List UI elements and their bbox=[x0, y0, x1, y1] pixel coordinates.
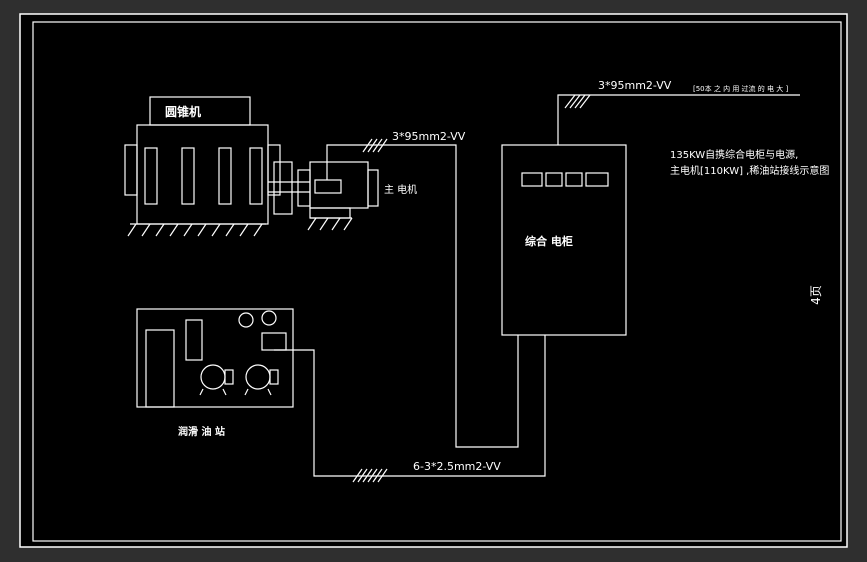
cable-motor-label: 3*95mm2-VV bbox=[392, 130, 466, 143]
lube-station-label: 润滑 油 站 bbox=[178, 425, 225, 438]
cabinet-label: 综合 电柜 bbox=[525, 234, 573, 248]
electric-cabinet bbox=[501, 144, 627, 336]
crusher-ground-hatch bbox=[127, 223, 263, 237]
power-note: [50本 之 内 用 过流 的 电 大 ] bbox=[693, 84, 788, 93]
description-line-2: 主电机[110KW] ,稀油站接线示意图 bbox=[670, 164, 829, 177]
inner-frame bbox=[32, 21, 842, 542]
cable-top-label: 3*95mm2-VV bbox=[598, 79, 672, 92]
main-motor-label: 主 电机 bbox=[384, 183, 417, 196]
cable-routes bbox=[274, 94, 800, 477]
cone-crusher bbox=[124, 96, 310, 237]
lube-oil-station bbox=[136, 308, 294, 408]
page-number: 4页 bbox=[809, 285, 823, 305]
description-line-1: 135KW自携综合电柜与电源, bbox=[670, 148, 798, 161]
cone-crusher-label: 圆锥机 bbox=[165, 104, 201, 119]
main-motor bbox=[297, 161, 379, 231]
cable-bottom-label: 6-3*2.5mm2-VV bbox=[413, 460, 501, 473]
outer-frame bbox=[19, 13, 848, 548]
cable-hatch-marks bbox=[352, 94, 591, 483]
